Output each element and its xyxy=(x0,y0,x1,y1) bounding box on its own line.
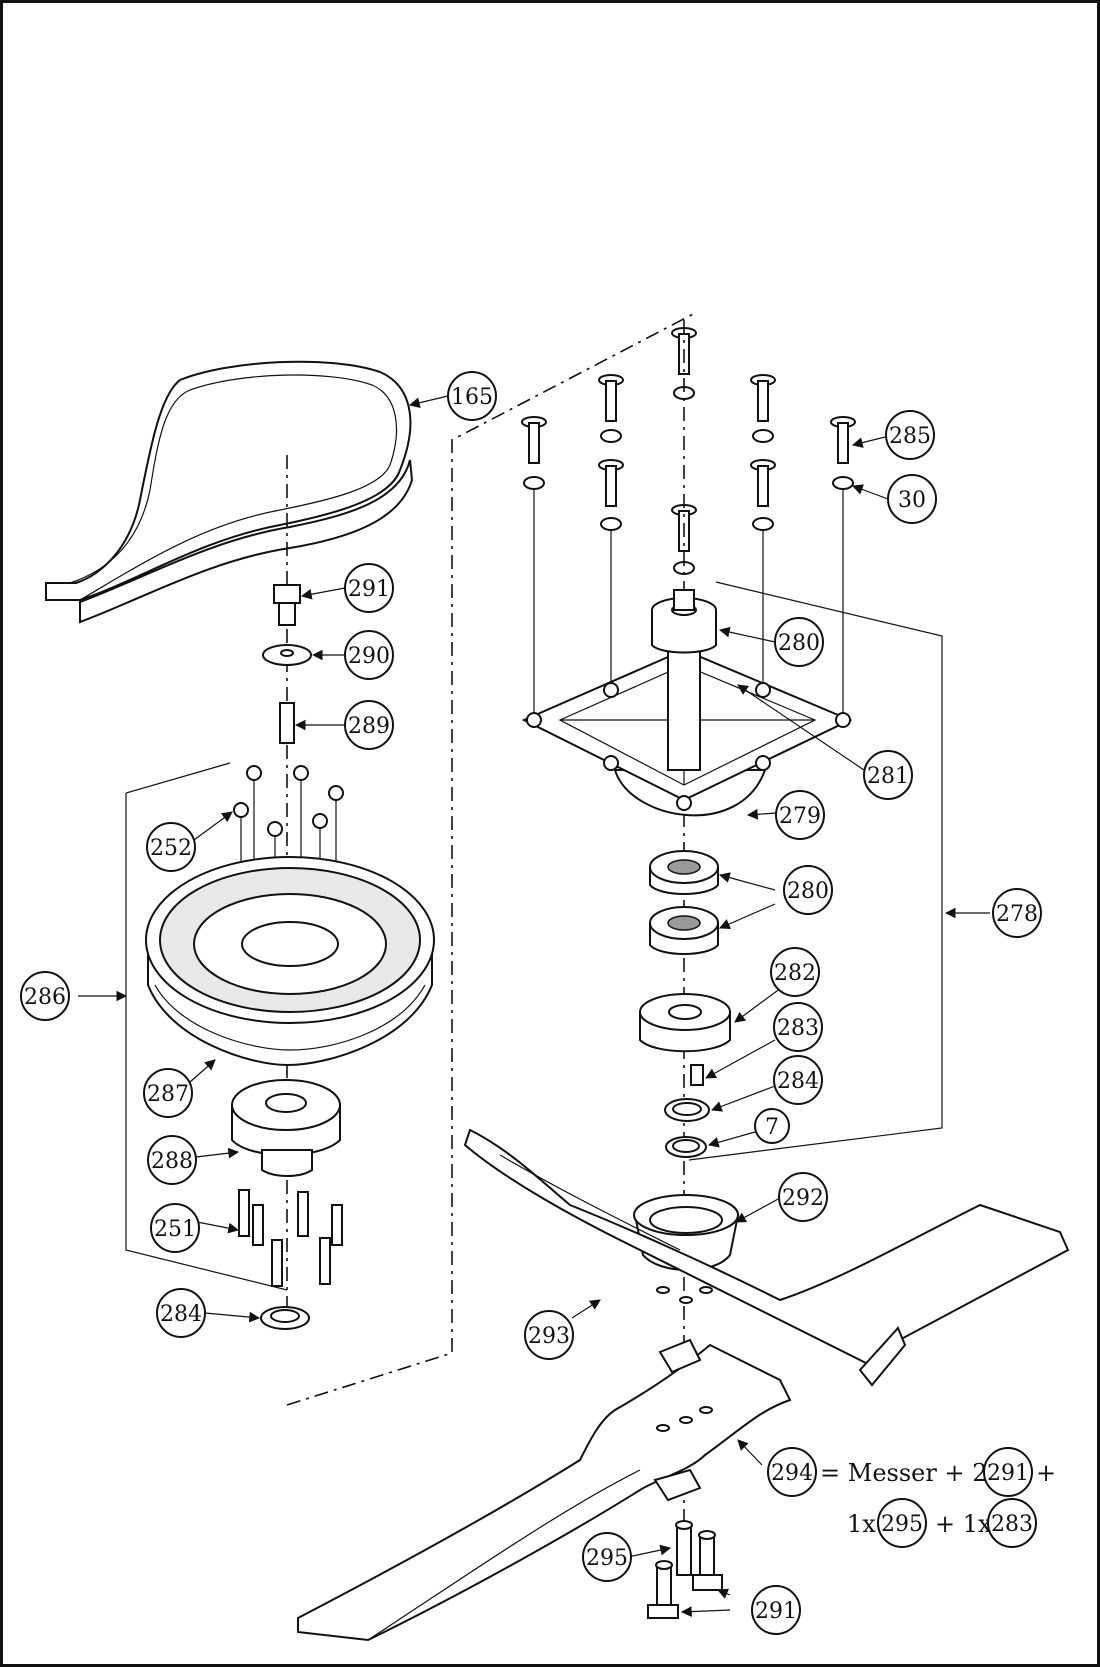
callout-282: 282 xyxy=(770,947,820,997)
svg-text:165: 165 xyxy=(451,385,493,410)
svg-text:278: 278 xyxy=(996,902,1038,927)
svg-text:287: 287 xyxy=(147,1082,189,1107)
callout-279: 279 xyxy=(775,790,825,840)
callout-291-bottom: 291 xyxy=(751,1585,801,1635)
pulley-287 xyxy=(145,856,435,1067)
right-bracket-278 xyxy=(688,581,943,1161)
bolts-291-bottom xyxy=(647,1520,723,1619)
callout-280-top: 280 xyxy=(774,617,824,667)
callout-286: 286 xyxy=(20,971,70,1021)
formula-line-1: = Messer + 2x 291 + xyxy=(820,1447,1056,1497)
callout-7: 7 xyxy=(754,1108,790,1144)
carriage-bolts-285 xyxy=(521,327,856,575)
callout-281: 281 xyxy=(863,750,913,800)
callout-284-left: 284 xyxy=(156,1288,206,1338)
svg-text:282: 282 xyxy=(774,961,816,986)
left-bracket-bottom xyxy=(286,311,698,1406)
svg-text:295: 295 xyxy=(881,1512,923,1537)
svg-text:+: + xyxy=(1036,1459,1056,1487)
svg-text:291: 291 xyxy=(755,1599,797,1624)
svg-text:294: 294 xyxy=(771,1461,813,1486)
bearings-280 xyxy=(649,850,719,955)
svg-text:295: 295 xyxy=(586,1546,628,1571)
svg-text:251: 251 xyxy=(154,1217,196,1242)
blade-293 xyxy=(463,1128,1070,1387)
leader-lines xyxy=(78,395,990,1617)
svg-text:284: 284 xyxy=(160,1302,202,1327)
svg-text:290: 290 xyxy=(348,644,390,669)
callout-278: 278 xyxy=(992,888,1042,938)
svg-text:291: 291 xyxy=(348,577,390,602)
svg-text:7: 7 xyxy=(765,1115,779,1140)
callout-287: 287 xyxy=(143,1068,193,1118)
callout-295: 295 xyxy=(582,1532,632,1582)
svg-text:284: 284 xyxy=(777,1069,819,1094)
callout-291-top: 291 xyxy=(344,563,394,613)
callout-280-mid: 280 xyxy=(783,865,833,915)
formula-line-2: 1x 295 + 1x 283 xyxy=(847,1498,1037,1548)
spacer-282 xyxy=(639,993,731,1053)
callout-283: 283 xyxy=(773,1002,823,1052)
blade-294 xyxy=(297,1338,792,1642)
callout-251: 251 xyxy=(150,1203,200,1253)
callout-284-right: 284 xyxy=(773,1055,823,1105)
callout-285: 285 xyxy=(885,410,935,460)
key-283 xyxy=(690,1064,704,1086)
svg-text:291: 291 xyxy=(987,1461,1029,1486)
v-belt-165 xyxy=(45,360,414,624)
callout-292: 292 xyxy=(778,1172,828,1222)
svg-text:293: 293 xyxy=(528,1324,570,1349)
svg-text:283: 283 xyxy=(991,1512,1033,1537)
svg-text:281: 281 xyxy=(867,764,909,789)
svg-text:292: 292 xyxy=(782,1186,824,1211)
left-bracket-side xyxy=(125,793,288,1291)
svg-text:252: 252 xyxy=(150,836,192,861)
washer-284-left xyxy=(260,1306,310,1330)
svg-text:279: 279 xyxy=(779,804,821,829)
callout-289: 289 xyxy=(344,700,394,750)
washer-290 xyxy=(262,644,312,666)
svg-text:280: 280 xyxy=(778,631,820,656)
washer-284-right xyxy=(664,1098,710,1122)
svg-text:285: 285 xyxy=(889,424,931,449)
svg-text:+ 1x: + 1x xyxy=(935,1510,992,1538)
svg-text:286: 286 xyxy=(24,985,66,1010)
svg-text:283: 283 xyxy=(777,1016,819,1041)
callout-30: 30 xyxy=(887,474,937,524)
nuts-252 xyxy=(233,765,344,970)
left-bracket-top xyxy=(125,762,231,794)
callout-165: 165 xyxy=(447,371,497,421)
callout-288: 288 xyxy=(147,1135,197,1185)
bolt-291 xyxy=(273,584,301,626)
circlip-7 xyxy=(665,1136,707,1158)
shaft-281 xyxy=(651,589,717,771)
svg-text:280: 280 xyxy=(787,879,829,904)
callout-294: 294 xyxy=(767,1447,817,1497)
svg-text:289: 289 xyxy=(348,714,390,739)
svg-text:30: 30 xyxy=(898,488,926,513)
svg-text:= Messer + 2x: = Messer + 2x xyxy=(820,1459,1001,1487)
callout-252: 252 xyxy=(146,822,196,872)
hub-288 xyxy=(231,1079,341,1177)
callout-293: 293 xyxy=(524,1310,574,1360)
callout-290: 290 xyxy=(344,630,394,680)
bolt-guides xyxy=(533,490,844,720)
svg-text:288: 288 xyxy=(151,1149,193,1174)
bolts-251 xyxy=(238,1189,343,1287)
svg-text:1x: 1x xyxy=(847,1510,876,1538)
key-289 xyxy=(279,702,295,744)
blade-carrier-292 xyxy=(633,1194,740,1271)
